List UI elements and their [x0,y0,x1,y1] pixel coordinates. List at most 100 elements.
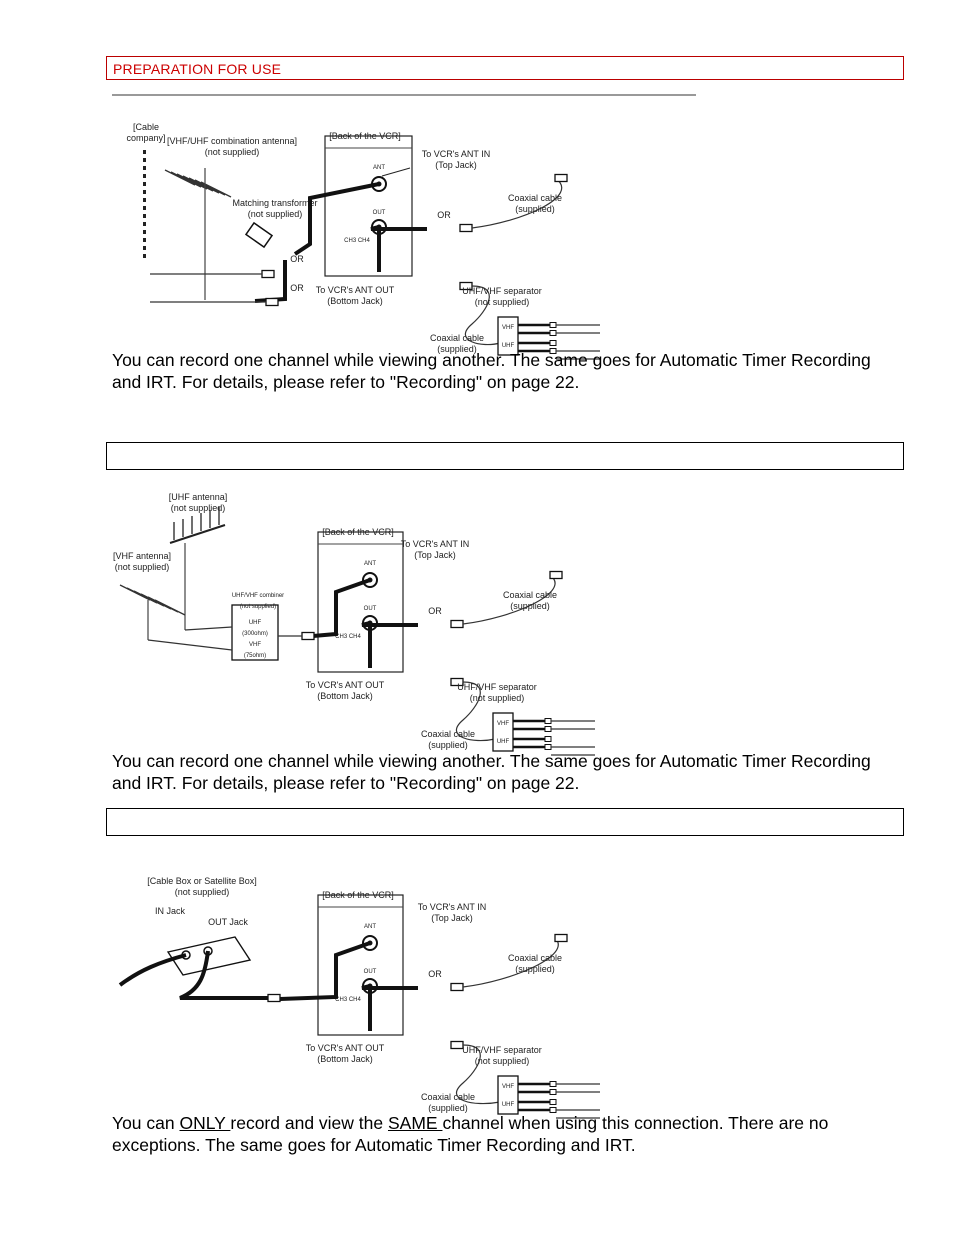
or-label: OR [437,210,451,220]
ant-in-pointer [381,167,411,177]
separator-uhf-label: UHF [502,343,515,349]
cable-box-plug [267,993,281,1003]
antenna-element-3 [182,175,214,192]
antenna-label: [VHF/UHF combination antenna](not suppli… [167,136,297,157]
emphasis-same: SAME [387,1113,443,1133]
ant-label: ANT [373,165,385,171]
separator-label: UHF/VHF separator(not supplied) [462,286,542,307]
channel-switch-label: CH3 CH4 [335,634,361,640]
coax-cable-2-label: Coaxial cable(supplied) [421,729,475,750]
antenna-element-6 [200,181,232,198]
out-cable-1 [361,621,418,627]
coax-cable-2-label: Coaxial cable(supplied) [421,1092,475,1113]
cable-company-line-4 [143,182,146,186]
vhf-antenna-label: [VHF antenna](not supplied) [113,551,171,572]
antenna-element-2 [176,173,208,190]
separator-uhf-label: UHF [497,739,510,745]
coax-cable-1-label: Coaxial cable(supplied) [508,193,562,214]
vcr-back-label: [Back of the VCR] [329,131,401,141]
antenna-element-0 [164,169,196,186]
separator-label: UHF/VHF separator(not supplied) [457,682,537,703]
cable-company-line-10 [143,230,146,234]
coax-cable-separator [455,1044,501,1105]
separator-body [492,712,514,752]
paragraph-diagram2-note: You can record one channel while viewing… [112,751,871,793]
coax-cable-new-tv [462,574,556,625]
out-jack-label: OUT Jack [208,917,248,927]
emphasis-only: ONLY [179,1113,231,1133]
cable-company-line-3 [143,174,146,178]
vcr-back-label: [Back of the VCR] [322,527,394,537]
paragraph-diagram1-note: You can record one channel while viewing… [112,350,871,392]
cable-feed [254,260,287,303]
out-cable-1 [361,984,418,990]
coax-plug-2 [450,1040,464,1050]
separator-lug-1 [549,1089,557,1095]
transformer-label: Matching transformer(not supplied) [232,198,317,219]
vcr-back-panel [324,135,413,277]
coax-cable-separator [464,285,501,346]
para3-text-1: You can [112,1113,180,1133]
out-label: OUT [373,210,386,216]
coax-cable-new-tv [471,177,563,229]
ant-in-label: To VCR's ANT IN(Top Jack) [422,149,491,170]
cable-company-line-5 [143,190,146,194]
combiner-body [231,604,279,661]
separator-lug-2 [549,1099,557,1105]
vcr-back-panel [317,531,404,673]
or-label: OR [428,606,442,616]
coax-plug-tv [554,933,568,943]
coax-cable-1-label: Coaxial cable(supplied) [503,590,557,611]
cable-input-line [118,953,187,987]
uhf-antenna-label: [UHF antenna](not supplied) [169,492,228,513]
cable-company-line-6 [143,198,146,202]
separator-lug-2 [549,340,557,346]
separator-label: UHF/VHF separator(not supplied) [462,1045,542,1066]
cable-company-line-9 [143,222,146,226]
uhf-lead [184,626,233,631]
cable-company-line-8 [143,214,146,218]
separator-vhf-label: VHF [497,721,509,727]
section-box-3 [106,808,904,836]
coax-plug-1 [450,982,464,992]
separator-lug-0 [549,1081,557,1087]
ant-in-cable [279,941,371,1001]
cable-company-line-7 [143,206,146,210]
out-label: OUT [364,969,377,975]
para3-text-3: channel when using this connection. Ther… [112,1113,829,1155]
ant-out-label: To VCR's ANT OUT(Bottom Jack) [306,680,385,701]
ant-label: ANT [364,561,376,567]
ant-in-cable [293,182,380,256]
separator-vhf-label: VHF [502,1084,514,1090]
or-label: OR [428,969,442,979]
paragraph-diagram3-note: You can ONLY record and view the SAME ch… [112,1112,902,1156]
section-header: PREPARATION FOR USE [106,56,904,80]
channel-switch-label: CH3 CH4 [344,238,370,244]
cable-company-line-13 [143,254,146,258]
channel-switch-label: CH3 CH4 [335,997,361,1003]
combiner-uhf-label: UHF(300ohm) [242,620,268,637]
ant-in-label: To VCR's ANT IN(Top Jack) [418,902,487,923]
cable-company-line-2 [143,166,146,170]
combiner-label: UHF/VHF combiner(not supplied) [232,593,284,610]
ant-out-label: To VCR's ANT OUT(Bottom Jack) [316,285,395,306]
separator-body [497,316,519,356]
antenna-element-4 [188,177,220,194]
ant-in-label: To VCR's ANT IN(Top Jack) [401,539,470,560]
ant-out-label: To VCR's ANT OUT(Bottom Jack) [306,1043,385,1064]
or-label-3: OR [290,283,304,293]
separator-vhf-label: VHF [502,325,514,331]
cable-box-out-line [179,950,268,1000]
separator-body [497,1075,519,1115]
out-cable-1 [370,225,427,231]
cable-company-line-12 [143,246,146,250]
antenna-element-5 [194,179,226,196]
cable-box-label: [Cable Box or Satellite Box](not supplie… [147,876,257,897]
section-title: PREPARATION FOR USE [113,61,282,77]
separator-uhf-label: UHF [502,1102,515,1108]
